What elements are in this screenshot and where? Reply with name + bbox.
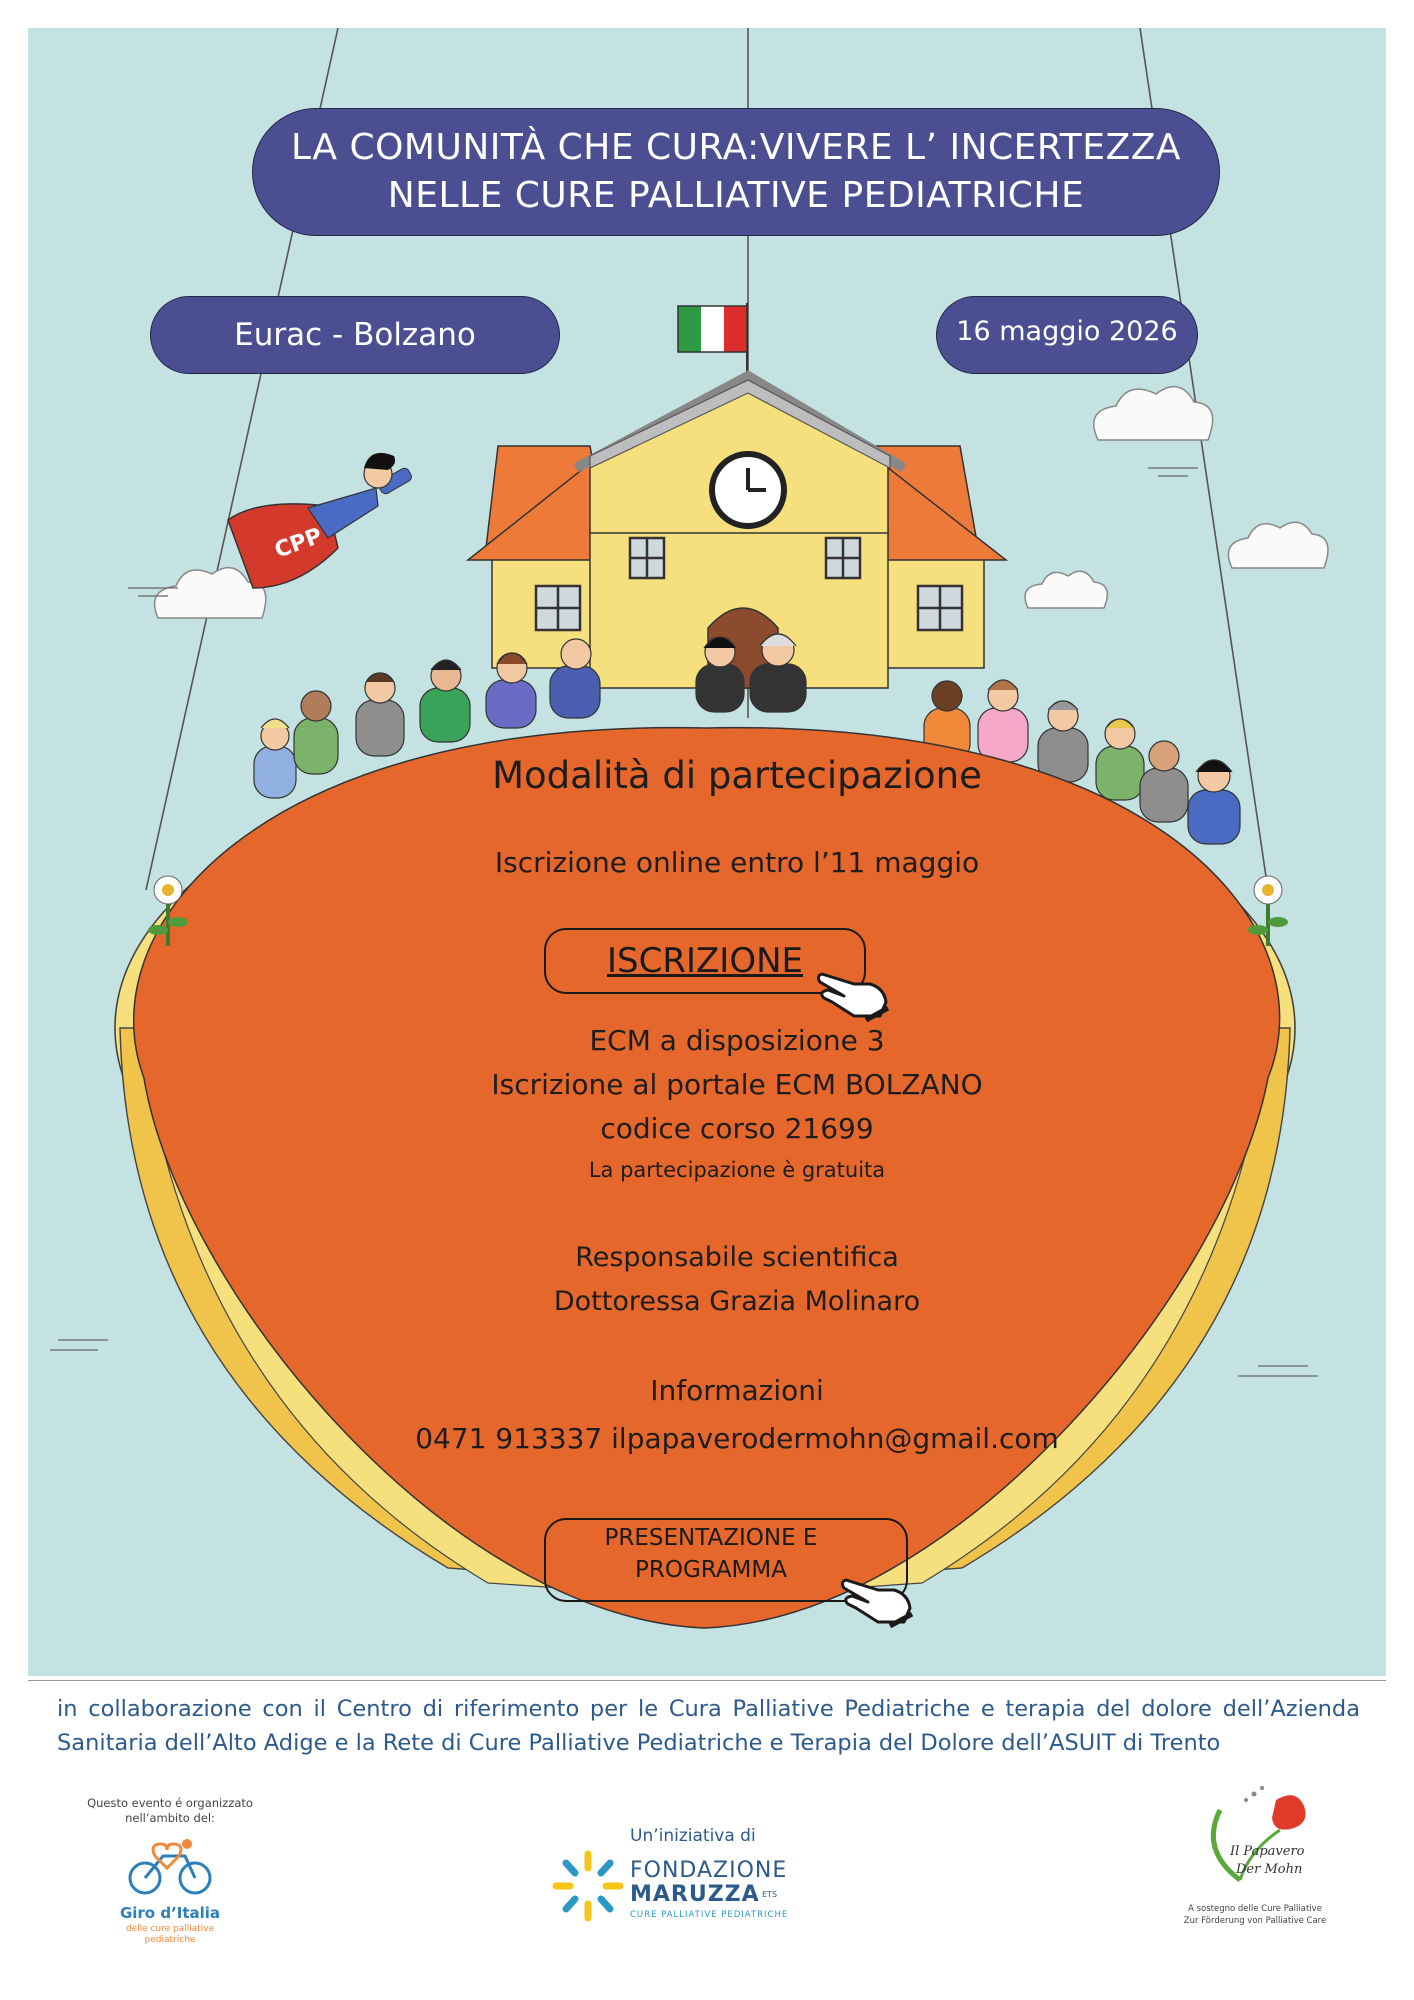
- logo3-name-2: Der Mohn: [1236, 1862, 1303, 1877]
- info-label: Informazioni: [650, 1374, 824, 1407]
- logo3-subtitle-1: A sostegno delle Cure Palliative: [1188, 1904, 1322, 1914]
- pointer-hand-icon: [816, 972, 890, 1023]
- program-button-line-1: PRESENTAZIONE E: [604, 1525, 818, 1551]
- crowd: [253, 633, 1241, 845]
- info-contacts: 0471 913337 ilpapaverodermohn@gmail.com: [415, 1422, 1059, 1455]
- papavero-mohn-logo: Il Papavero Der Mohn A sostegno delle Cu…: [1170, 1780, 1340, 1950]
- footer-divider: [28, 1680, 1386, 1681]
- title-line-2: NELLE CURE PALLIATIVE PEDIATRICHE: [387, 175, 1085, 216]
- logo1-caption: Questo evento é organizzato nell’ambito …: [87, 1796, 253, 1825]
- pointer-hand-icon: [840, 1578, 914, 1629]
- poppy-icon: [1210, 1786, 1306, 1882]
- program-button[interactable]: PRESENTAZIONE E PROGRAMMA: [544, 1518, 908, 1602]
- section-heading: Modalità di partecipazione: [492, 754, 982, 797]
- scientific-lead-label: Responsabile scientifica: [575, 1242, 899, 1273]
- flower-left: [148, 875, 188, 946]
- ecm-credits: ECM a disposizione 3: [589, 1024, 885, 1057]
- giro-italia-logo: Questo evento é organizzato nell’ambito …: [80, 1796, 260, 1976]
- ecm-portal: Iscrizione al portale ECM BOLZANO: [491, 1068, 983, 1101]
- clouds: [153, 385, 1329, 619]
- date-badge: 16 maggio 2026: [936, 296, 1198, 374]
- logo2-ets: ETS: [762, 1890, 778, 1899]
- event-title: LA COMUNITÀ CHE CURA:VIVERE L’ INCERTEZZ…: [252, 108, 1220, 236]
- fondazione-maruzza-logo: Un’iniziativa di FONDAZIONE MARUZZA ETS …: [550, 1826, 820, 1926]
- logo3-subtitle-2: Zur Förderung von Palliative Care: [1183, 1916, 1327, 1926]
- bicycle-heart-icon: [128, 1839, 212, 1895]
- register-button[interactable]: ISCRIZIONE: [544, 928, 866, 994]
- sunburst-icon: [552, 1850, 624, 1922]
- program-button-line-2: PROGRAMMA: [635, 1557, 787, 1583]
- flower-right: [1248, 875, 1288, 946]
- italian-flag: [677, 303, 748, 373]
- logo3-name-1: Il Papavero: [1230, 1844, 1305, 1859]
- title-line-1: LA COMUNITÀ CHE CURA:VIVERE L’ INCERTEZZ…: [291, 127, 1181, 168]
- scientific-lead-name: Dottoressa Grazia Molinaro: [553, 1286, 921, 1317]
- logo2-subtitle: CURE PALLIATIVE PEDIATRICHE: [630, 1910, 789, 1920]
- logo2-name-1: FONDAZIONE: [630, 1858, 788, 1883]
- bowl: [114, 726, 1296, 1629]
- free-participation: La partecipazione è gratuita: [588, 1158, 886, 1182]
- logo2-caption: Un’iniziativa di: [630, 1826, 756, 1846]
- school-building: [465, 370, 1009, 689]
- wind-lines: [50, 467, 1318, 1377]
- course-code: codice corso 21699: [600, 1112, 874, 1145]
- venue-badge: Eurac - Bolzano: [150, 296, 560, 374]
- collaboration-text: in collaborazione con il Centro di rifer…: [57, 1696, 1360, 1756]
- poster: CPP LA COMUNITÀ CHE CURA:VIVERE L’ INCER…: [28, 28, 1386, 1676]
- logo1-subtitle: delle cure palliative pediatriche: [125, 1924, 215, 1945]
- logo2-name-2: MARUZZA: [630, 1882, 760, 1907]
- illustration: CPP: [50, 28, 1329, 1629]
- superhero: CPP: [227, 452, 412, 589]
- logo1-name: Giro d’Italia: [119, 1904, 221, 1922]
- registration-deadline: Iscrizione online entro l’11 maggio: [494, 846, 980, 879]
